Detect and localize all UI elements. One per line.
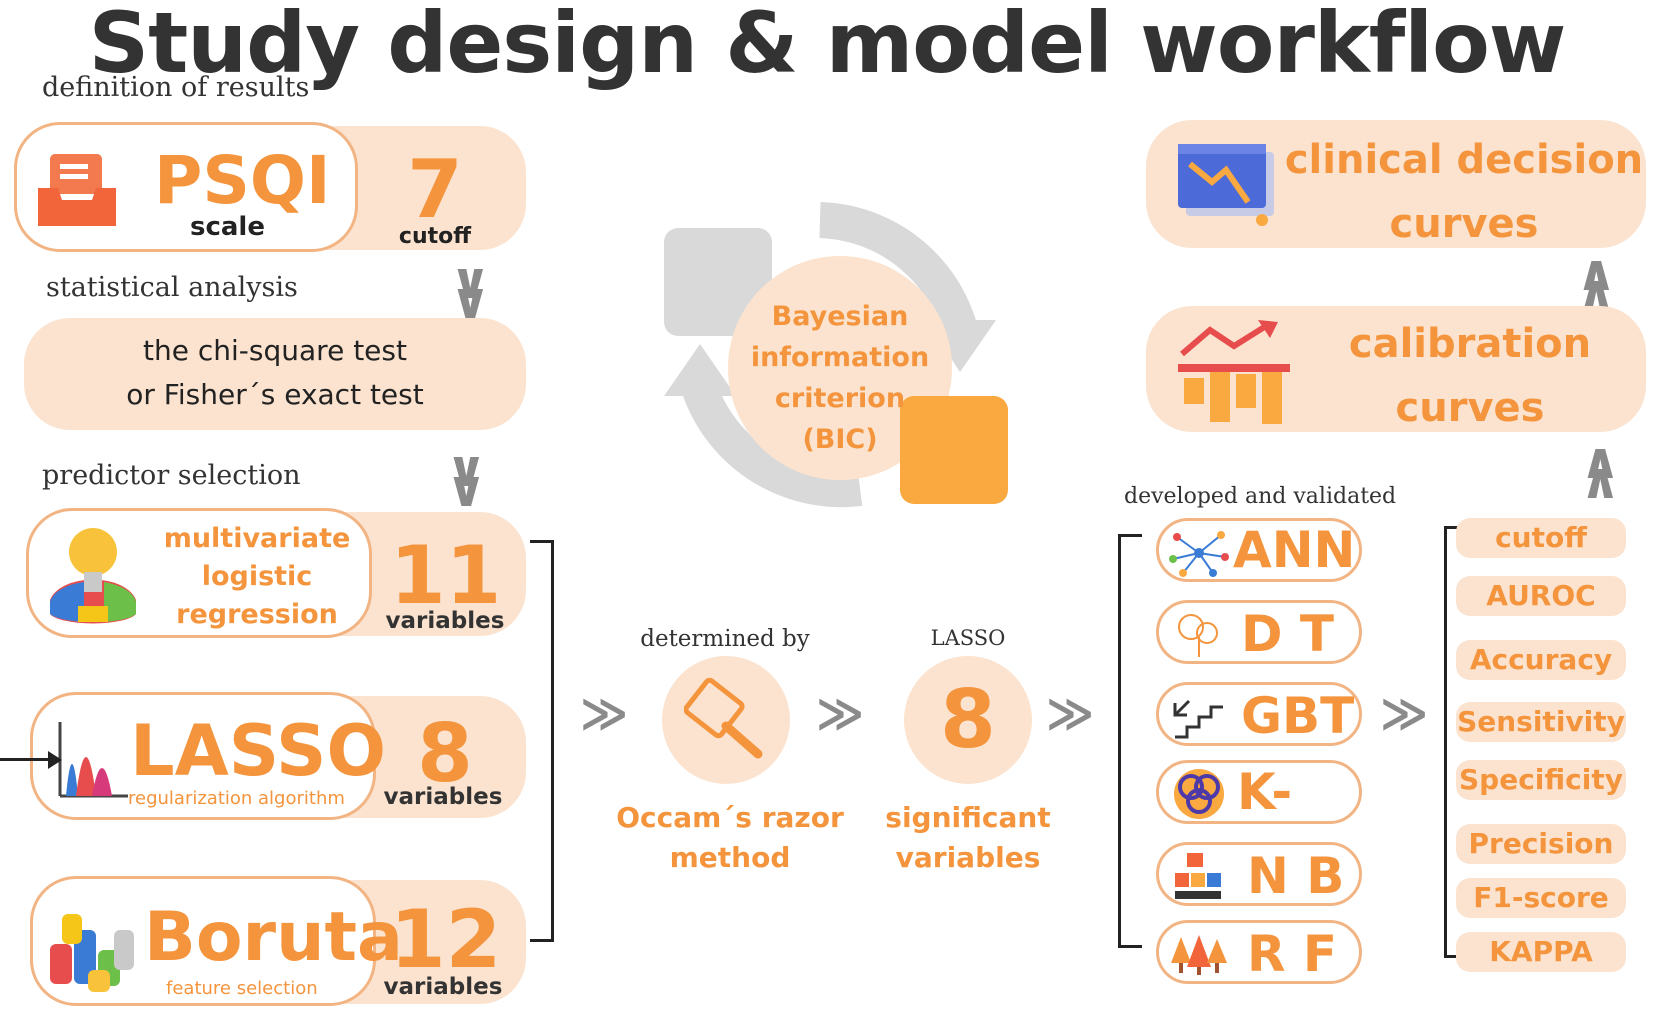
model-ann: ANN	[1156, 518, 1362, 582]
method-box	[30, 876, 376, 1006]
bar-chart-icon	[58, 722, 128, 798]
models-bracket	[1118, 534, 1142, 948]
method-lasso-name: LASSO	[130, 710, 386, 792]
metric-f1-score: F1-score	[1456, 878, 1626, 918]
method-mlr-label: multivariate logistic regression	[150, 520, 364, 634]
model-ann-label: ANN	[1233, 521, 1356, 579]
section-predictor: predictor selection	[42, 460, 301, 491]
method-lasso-sub: regularization algorithm	[128, 788, 345, 809]
determined-by-label: determined by	[640, 626, 810, 652]
model-knn: K-nn	[1156, 760, 1362, 885]
psqi-sub: scale	[190, 212, 265, 242]
boruta-variable-count: 12	[390, 893, 502, 986]
stats-line2: or Fisher´s exact test	[126, 378, 424, 411]
significant-line2: variables	[895, 841, 1041, 874]
model-gbt-label: GBT	[1241, 687, 1355, 745]
psqi-cutoff-label: cutoff	[398, 224, 472, 249]
metric-auroc: AUROC	[1456, 576, 1626, 616]
lasso-small-label: LASSO	[930, 626, 1006, 650]
model-nb-label: N B	[1247, 847, 1345, 905]
stats-line1: the chi-square test	[143, 334, 407, 367]
inbox-icon	[38, 154, 116, 226]
method-box	[30, 692, 376, 820]
chevron-up-icon: ∧	[1576, 244, 1617, 302]
clinical-label: clinical decision curves	[1284, 128, 1644, 256]
occam-line2: method	[669, 841, 791, 874]
metric-precision: Precision	[1456, 824, 1626, 864]
arrow-head-icon	[48, 751, 62, 769]
model-rf: R F	[1156, 920, 1362, 984]
lightbulb-icon	[50, 528, 136, 624]
method-boruta-name: Boruta	[144, 898, 403, 977]
metric-specificity: Specificity	[1456, 760, 1626, 800]
metric-accuracy: Accuracy	[1456, 640, 1626, 680]
page-title: Study design & model workflow	[88, 0, 1567, 92]
bic-label: Bayesian information criterion (BIC)	[740, 296, 940, 460]
chevron-right-icon: ≫	[1380, 686, 1429, 740]
lasso-variable-unit: variables	[383, 784, 503, 810]
occam-circle	[662, 656, 790, 784]
forest-icon	[1171, 935, 1227, 975]
bic-line1: Bayesian	[771, 301, 909, 332]
method-mlr-line3: regression	[176, 599, 338, 630]
chevron-down-icon: ∨	[446, 440, 487, 498]
bic-line4: (BIC)	[802, 424, 878, 455]
method-mlr-line2: logistic	[201, 561, 313, 592]
bic-line3: criterion	[774, 383, 906, 414]
occam-label: Occam´s razor method	[610, 798, 850, 878]
chevron-down-icon: ∨	[450, 252, 491, 310]
coins-icon	[50, 914, 134, 992]
cycle-arrows-icon	[664, 202, 1008, 508]
boruta-variable-unit: variables	[383, 974, 503, 1000]
significant-label: significant variables	[868, 798, 1068, 878]
bic-line2: information	[750, 342, 930, 373]
method-mlr-line1: multivariate	[163, 523, 351, 554]
arrow-line	[0, 758, 58, 761]
clinical-line1: clinical decision	[1284, 137, 1644, 183]
section-developed: developed and validated	[1124, 484, 1397, 509]
decision-chart-icon	[1178, 144, 1274, 226]
network-icon	[1169, 531, 1229, 577]
model-dt-label: D T	[1241, 605, 1335, 663]
method-boruta-sub: feature selection	[166, 978, 318, 999]
steps-icon	[1173, 699, 1223, 739]
chevron-down-icon: ∨	[450, 272, 491, 330]
psqi-cutoff-value: 7	[407, 143, 463, 236]
calibration-label: calibration curves	[1300, 312, 1640, 440]
tree-icon	[1178, 614, 1218, 657]
calibration-chart-icon	[1178, 320, 1290, 424]
metrics-bracket	[1444, 526, 1464, 958]
model-dt: D T	[1156, 600, 1362, 664]
methods-bracket	[530, 540, 554, 942]
clinical-line2: curves	[1389, 201, 1539, 247]
calibration-line2: curves	[1395, 385, 1545, 431]
metric-sensitivity: Sensitivity	[1456, 702, 1626, 742]
section-statistical: statistical analysis	[46, 272, 298, 303]
mlr-variable-count: 11	[390, 529, 502, 622]
venn-icon	[1174, 769, 1224, 819]
significant-circle	[904, 656, 1032, 784]
psqi-name: PSQI	[154, 142, 331, 219]
significant-line1: significant	[885, 801, 1051, 834]
blocks-icon	[1175, 853, 1221, 899]
metric-cutoff: cutoff	[1456, 518, 1626, 558]
chevron-up-icon: ∧	[1580, 432, 1621, 490]
significant-count: 8	[940, 673, 996, 766]
model-rf-label: R F	[1247, 925, 1338, 983]
chevron-down-icon: ∨	[446, 460, 487, 518]
metric-kappa: KAPPA	[1456, 932, 1626, 972]
calibration-line1: calibration	[1348, 321, 1592, 367]
chevron-right-icon: ≫	[816, 686, 865, 740]
model-gbt: GBT	[1156, 682, 1362, 746]
model-nb: N B	[1156, 842, 1362, 906]
section-definition: definition of results	[42, 72, 310, 103]
chevron-right-icon: ≫	[580, 686, 629, 740]
occam-line1: Occam´s razor	[616, 801, 844, 834]
razor-icon	[684, 677, 763, 759]
mlr-variable-unit: variables	[385, 608, 505, 634]
chevron-right-icon: ≫	[1046, 686, 1095, 740]
lasso-variable-count: 8	[417, 707, 473, 800]
chevron-up-icon: ∧	[1580, 452, 1621, 510]
stats-pill	[24, 318, 526, 430]
